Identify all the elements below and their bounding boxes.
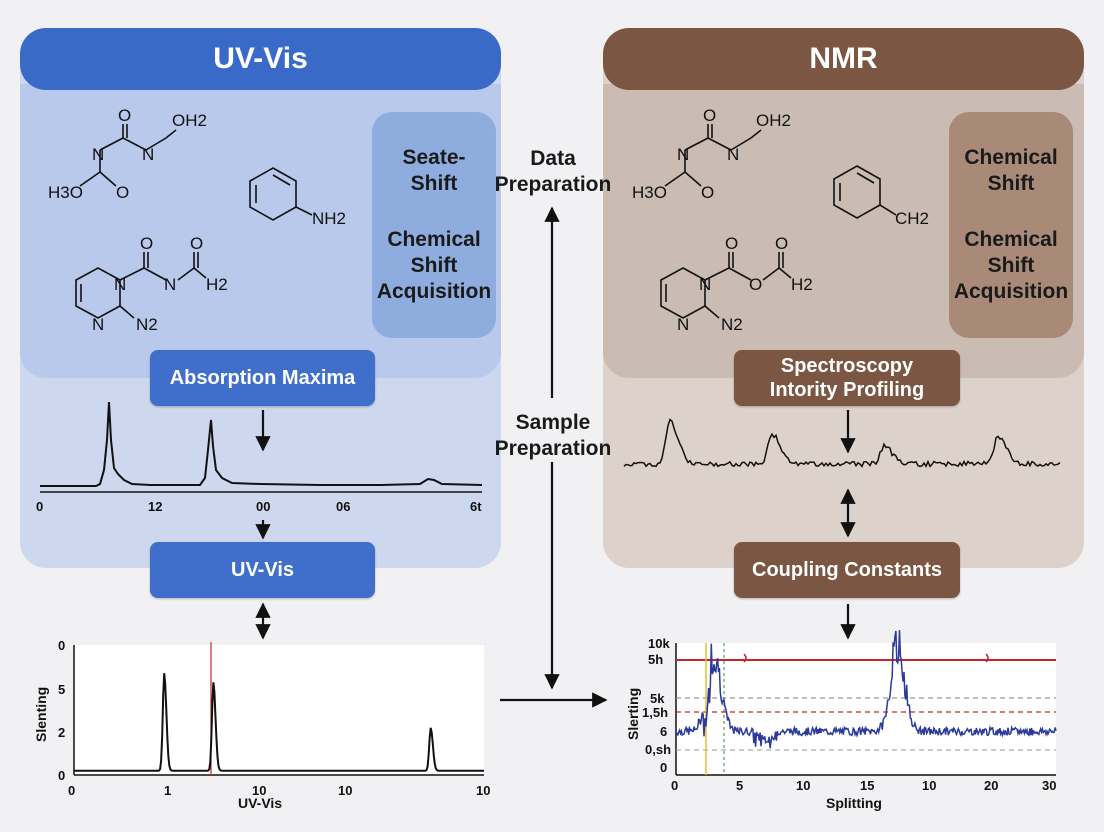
nmr-chart-ytick-4: 6 — [660, 724, 667, 739]
nmr-bottom-trace — [675, 630, 1057, 749]
uv-m3-label-n1: N — [114, 275, 126, 294]
nmr-chart-xtick-6: 30 — [1042, 778, 1056, 793]
nmr-side-label-1: Chemical Shift — [964, 145, 1058, 195]
nmr-chart-ylabel: Slerting — [625, 688, 641, 740]
uv-molecule-1 — [79, 124, 177, 187]
nmr-chart-xtick-3: 15 — [860, 778, 874, 793]
uv-m1-label-o1: O — [118, 106, 131, 125]
uv-vis-panel: UV-Vis Seate- Shift Chemical Shift Acqui… — [20, 28, 501, 568]
uv-bottom-chart: 0 5 2 0 0 1 10 10 10 UV-Vis Slenting — [33, 638, 490, 811]
uv-m3-label-n2: N — [164, 275, 176, 294]
sample-preparation-label: Sample Preparation — [494, 411, 612, 461]
absorption-maxima-button[interactable]: Absorption Maxima — [150, 350, 375, 406]
nmr-m1-label-h3o: H3O — [632, 183, 667, 202]
flow-arrows — [255, 206, 856, 708]
uv-chart-ytick-0: 0 — [58, 638, 65, 653]
nmr-header: NMR — [603, 28, 1084, 90]
uv-m3-label-h2: H2 — [206, 275, 228, 294]
uv-chart-xtick-0: 0 — [68, 783, 75, 798]
nmr-m1-label-o2: O — [701, 183, 714, 202]
uv-top-trace — [40, 401, 483, 487]
spectroscopy-profiling-button[interactable]: Spectroscopy Intority Profiling — [734, 350, 960, 406]
nmr-chart-plot-area — [676, 643, 1056, 775]
coupling-constants-button[interactable]: Coupling Constants — [734, 542, 960, 598]
uv-top-tick-2: 00 — [256, 499, 270, 514]
nmr-m3-label-n2b: N2 — [721, 315, 743, 334]
nmr-m1-label-o1: O — [703, 106, 716, 125]
nmr-m3-label-n3: N — [677, 315, 689, 334]
nmr-panel: NMR Chemical Shift Chemical Shift Acquis… — [603, 28, 1084, 568]
uv-m1-label-n1: N — [92, 145, 104, 164]
uv-top-tick-0: 0 — [36, 499, 43, 514]
nmr-chart-ytick-2: 5k — [650, 691, 665, 706]
uv-m3-label-n2b: N2 — [136, 315, 158, 334]
uv-top-spectrum: 0 12 00 06 6t — [36, 401, 483, 514]
nmr-chart-ytick-6: 0 — [660, 760, 667, 775]
uv-chart-xtick-1: 1 — [164, 783, 171, 798]
nmr-chart-xtick-0: 0 — [671, 778, 678, 793]
uv-m3-label-o1: O — [140, 234, 153, 253]
nmr-m3-label-n1: N — [699, 275, 711, 294]
nmr-chart-red-hook-1 — [743, 653, 747, 663]
uv-bottom-trace — [74, 673, 484, 772]
uv-m1-label-n2: N — [142, 145, 154, 164]
nmr-chart-xtick-5: 20 — [984, 778, 998, 793]
nmr-molecule-3 — [660, 252, 792, 319]
uv-molecule-3 — [75, 252, 207, 319]
uv-m2-label-nh2: NH2 — [312, 209, 346, 228]
nmr-chart-xlabel: Splitting — [826, 795, 882, 811]
uv-chart-xtick-3: 10 — [338, 783, 352, 798]
uv-m1-label-oh2: OH2 — [172, 111, 207, 130]
nmr-top-spectrum — [623, 418, 1061, 468]
uv-chart-xtick-2: 10 — [252, 783, 266, 798]
nmr-chart-ytick-3: 1,5h — [642, 705, 668, 720]
nmr-chart-xtick-2: 10 — [796, 778, 810, 793]
uv-m3-label-o2: O — [190, 234, 203, 253]
uv-side-label-1: Seate- Shift — [402, 145, 466, 195]
uv-molecule-2 — [249, 167, 313, 221]
uv-top-tick-4: 6t — [470, 499, 482, 514]
uv-m3-label-n3: N — [92, 315, 104, 334]
nmr-m3-label-o3: O — [749, 275, 762, 294]
uv-chart-ytick-1: 5 — [58, 682, 65, 697]
nmr-top-trace — [623, 418, 1061, 468]
nmr-chart-xtick-1: 5 — [736, 778, 743, 793]
uv-chart-ytick-3: 0 — [58, 768, 65, 783]
uv-vis-header: UV-Vis — [20, 28, 501, 90]
nmr-molecule-2 — [833, 165, 897, 219]
uv-chart-xlabel: UV-Vis — [238, 795, 282, 811]
nmr-chart-ytick-1: 5h — [648, 652, 663, 667]
nmr-chart-red-hook-2 — [985, 653, 989, 663]
uv-side-label-2: Chemical Shift Acquisition — [376, 227, 492, 304]
nmr-side-label-2: Chemical Shift Acquisition — [953, 227, 1069, 304]
uv-top-tick-3: 06 — [336, 499, 350, 514]
nmr-m1-label-n2: N — [727, 145, 739, 164]
nmr-m3-label-o1: O — [725, 234, 738, 253]
uv-vis-button[interactable]: UV-Vis — [150, 542, 375, 598]
nmr-m3-label-h2: H2 — [791, 275, 813, 294]
nmr-m2-label-ch2: CH2 — [895, 209, 929, 228]
nmr-chart-ytick-5: 0,sh — [645, 742, 671, 757]
uv-chart-xtick-4: 10 — [476, 783, 490, 798]
nmr-m1-label-n1: N — [677, 145, 689, 164]
nmr-side-box: Chemical Shift Chemical Shift Acquisitio… — [949, 112, 1073, 338]
uv-side-box: Seate- Shift Chemical Shift Acquisition — [372, 112, 496, 338]
uv-top-tick-1: 12 — [148, 499, 162, 514]
nmr-m3-label-o2: O — [775, 234, 788, 253]
uv-chart-ylabel: Slenting — [33, 687, 49, 742]
uv-chart-ytick-2: 2 — [58, 725, 65, 740]
data-preparation-label: Data Preparation — [494, 147, 612, 197]
nmr-m1-label-oh2: OH2 — [756, 111, 791, 130]
uv-chart-plot-area — [74, 645, 484, 775]
nmr-molecule-1 — [664, 124, 762, 187]
uv-m1-label-h3o: H3O — [48, 183, 83, 202]
nmr-chart-xtick-4: 10 — [922, 778, 936, 793]
nmr-bottom-chart: 10k 5h 5k 1,5h 6 0,sh 0 0 5 10 15 10 20 … — [625, 630, 1057, 811]
uv-m1-label-o2: O — [116, 183, 129, 202]
nmr-chart-ytick-0: 10k — [648, 636, 670, 651]
